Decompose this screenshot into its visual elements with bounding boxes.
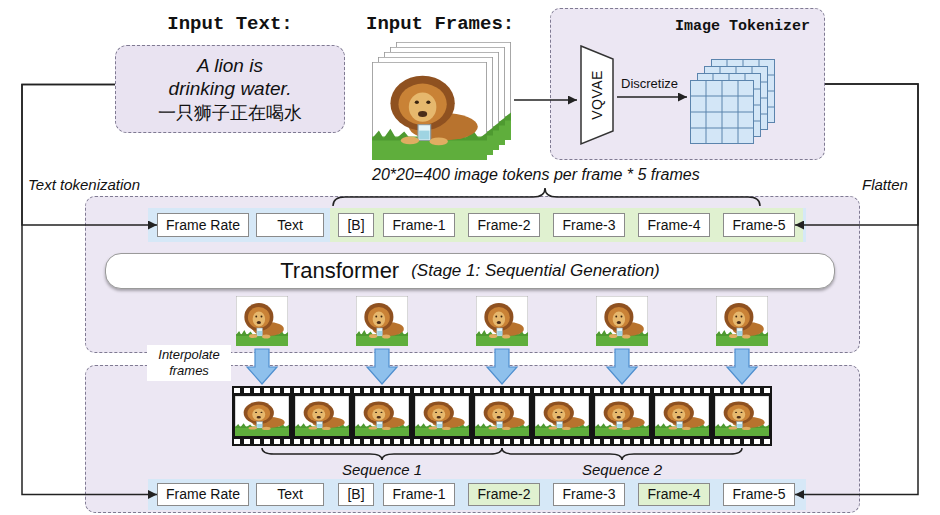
token-label: [B] <box>347 486 364 503</box>
film-frame <box>415 396 469 436</box>
token-box: Frame Rate <box>157 483 249 506</box>
film-frame <box>715 396 769 436</box>
film-frame <box>535 396 589 436</box>
token-label: Frame Rate <box>166 217 240 234</box>
sequence-label: Sequence 1 <box>322 462 442 478</box>
edge-label: Flatten <box>862 176 908 194</box>
edge-label: Text tokenization <box>28 176 140 194</box>
token-label: Frame-2 <box>478 486 531 503</box>
token-label: Frame-1 <box>393 217 446 234</box>
token-box: Frame-2 <box>468 213 540 237</box>
token-box: [B] <box>338 213 374 237</box>
token-box: Frame-4 <box>638 483 710 506</box>
input-text: 一只狮子正在喝水 <box>158 101 302 125</box>
input-text-box: Input Text: A lion is drinking water.一只狮子… <box>115 12 345 133</box>
input-text: A lion is drinking water. <box>164 54 296 100</box>
token-box: Frame-1 <box>383 213 455 237</box>
token-label: [B] <box>347 217 364 234</box>
panel-title: Image Tokenizer <box>675 18 810 36</box>
token-box: Frame-1 <box>383 483 455 506</box>
token-label: Frame-4 <box>648 486 701 503</box>
interpolate-label: Interpolate frames <box>147 345 231 381</box>
film-frame <box>595 396 649 436</box>
generated-frame <box>356 296 408 346</box>
generated-frame <box>476 296 528 346</box>
transformer-label: Transformer <box>280 258 399 284</box>
input-frame <box>372 62 487 160</box>
token-box: Frame-2 <box>468 483 540 506</box>
token-box: Frame-5 <box>723 483 795 506</box>
token-band: Frame Rate Text [B] Frame-1 Frame-2 Frame-3 Fr… <box>148 479 806 510</box>
tokenizer-panel: Image TokenizerVQVAE <box>550 8 825 160</box>
film-strip <box>232 386 772 446</box>
generated-frame <box>716 296 768 346</box>
transformer-box: Transformer (Stage 1: Sequential Generati… <box>105 253 835 289</box>
transformer-label: (Stage 1: Sequential Generation) <box>411 261 660 281</box>
token-box: Text <box>256 483 324 506</box>
discretize-arrow <box>617 96 687 98</box>
token-label: Frame-1 <box>393 486 446 503</box>
token-grid-layer <box>690 80 754 144</box>
frame-token-band: [B] Frame-1 Frame-2 Frame-3 Frame-4 Frame-5 <box>330 208 803 242</box>
film-frame <box>475 396 529 436</box>
generated-frame <box>596 296 648 346</box>
film-sprockets <box>232 388 772 393</box>
film-frame <box>655 396 709 436</box>
token-band: Frame Rate Text [B] Frame-1 Frame-2 Frame-3 Fr… <box>148 208 806 242</box>
token-label: Frame-2 <box>478 217 531 234</box>
token-box: Frame-5 <box>723 213 795 237</box>
block-label: VQVAE <box>589 70 605 120</box>
token-box: Frame-3 <box>553 483 625 506</box>
token-label: Text <box>277 217 303 234</box>
token-box: Text <box>256 213 324 237</box>
token-label: Frame-4 <box>648 217 701 234</box>
frames-arrow <box>514 99 577 101</box>
input-text: Input Text: <box>167 12 292 36</box>
token-label: Frame-3 <box>563 486 616 503</box>
token-label: Frame Rate <box>166 486 240 503</box>
sequence-label: Sequence 2 <box>562 462 682 478</box>
generated-frame <box>236 296 288 346</box>
arrow-label: Discretize <box>621 76 678 92</box>
text-box-frame: A lion is drinking water.一只狮子正在喝水 <box>115 45 345 133</box>
token-box: [B] <box>338 483 374 506</box>
token-label: Frame-3 <box>563 217 616 234</box>
film-sprockets <box>232 439 772 444</box>
film-frame <box>355 396 409 436</box>
token-count-note: 20*20=400 image tokens per frame * 5 fra… <box>372 165 700 184</box>
token-box: Frame-4 <box>638 213 710 237</box>
section-heading: Input Frames: <box>366 12 514 36</box>
token-box: Frame-3 <box>553 213 625 237</box>
trapezoid-outline <box>581 46 613 144</box>
token-label: Frame-5 <box>733 217 786 234</box>
token-box: Frame Rate <box>157 213 249 237</box>
film-frame <box>235 396 289 436</box>
token-label: Frame-5 <box>733 486 786 503</box>
token-label: Text <box>277 486 303 503</box>
film-frame <box>295 396 349 436</box>
vqvae-block: VQVAE <box>580 45 614 145</box>
